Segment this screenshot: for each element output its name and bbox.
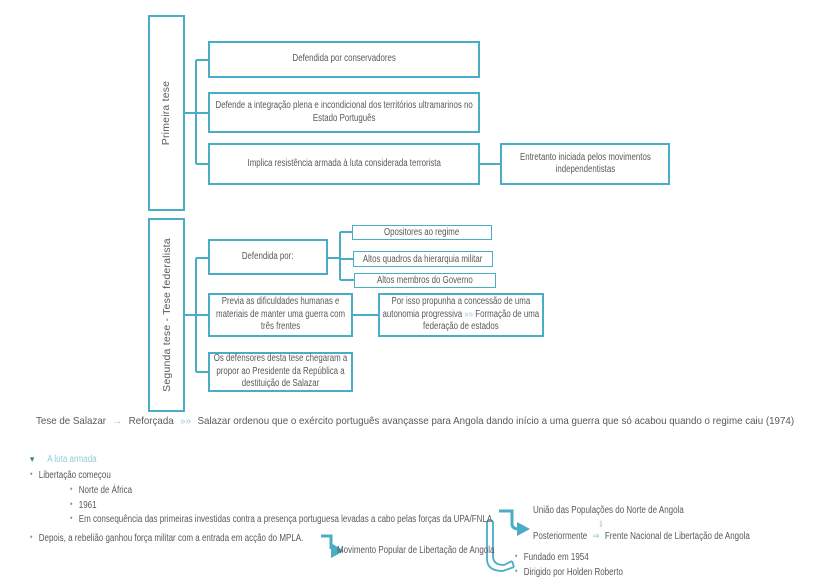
upa-elbow-arrow-icon <box>499 509 530 536</box>
tese2-box-previa: Previa as dificuldades humanas e materia… <box>208 293 353 337</box>
heart-icon: ♥ <box>30 454 35 464</box>
tese1-box-integracao: Defende a integração plena e incondicion… <box>208 92 480 133</box>
salazar-conclusion-line: Tese de Salazar → Reforçada »» Salazar o… <box>36 415 795 427</box>
bullet-icon: • <box>515 551 518 561</box>
double-arrow-right-icon: ⇒ <box>592 531 600 542</box>
tese1-box-entretanto: Entretanto iniciada pelos movimentos ind… <box>500 143 670 185</box>
bullet-icon: • <box>515 566 518 576</box>
mpla-full-name: Movimento Popular de Libertação de Angol… <box>337 545 495 556</box>
list-item: • Depois, a rebelião ganhou força milita… <box>30 532 304 544</box>
bullet-icon: • <box>70 484 73 494</box>
tese1-label: Primeira tese <box>160 80 173 146</box>
tese1-box-resistencia: Implica resistência armada à luta consid… <box>208 143 480 185</box>
double-chevron-icon: »» <box>464 308 474 320</box>
tese1-box-conservadores: Defendida por conservadores <box>208 41 480 78</box>
list-item: • Norte de África <box>70 484 133 496</box>
tese2-box-quadros: Altos quadros da hierarquia militar <box>353 251 493 267</box>
tese2-label: Segunda tese - Tese federalista <box>160 238 173 392</box>
tese2-box-defensores: Os defensores desta tese chegaram a prop… <box>208 352 353 392</box>
fnla-full-name-row: Posteriormente ⇒ Frente Nacional de Libe… <box>533 531 750 542</box>
tese1-label-box: Primeira tese <box>148 15 185 211</box>
list-item: • Dirigido por Holden Roberto <box>515 566 623 578</box>
list-item: • Libertação começou <box>30 469 111 481</box>
bullet-icon: • <box>30 532 33 542</box>
tese2-box-membros: Altos membros do Governo <box>354 273 496 288</box>
list-item: • Fundado em 1954 <box>515 551 589 563</box>
bullet-icon: • <box>70 499 73 509</box>
upa-full-name: União das Populações do Norte de Angola <box>533 505 684 516</box>
tese2-box-por-isso: Por isso propunha a concessão de uma aut… <box>378 293 544 337</box>
tese2-box-defendida: Defendida por: <box>208 239 328 275</box>
luta-armada-title: A luta armada <box>47 454 97 465</box>
double-chevron-icon: »» <box>180 415 192 427</box>
tese2-label-box: Segunda tese - Tese federalista <box>148 218 185 412</box>
tese2-box-opositores: Opositores ao regime <box>352 225 492 240</box>
bullet-icon: • <box>30 469 33 479</box>
luta-armada-title-row: ♥ A luta armada <box>30 454 97 465</box>
arrow-right-icon: → <box>112 415 123 427</box>
list-item: • Em consequência das primeiras investid… <box>70 513 493 525</box>
double-arrow-down-icon: ⇓ <box>598 519 605 529</box>
list-item: • 1961 <box>70 499 97 511</box>
bullet-icon: • <box>70 513 73 523</box>
